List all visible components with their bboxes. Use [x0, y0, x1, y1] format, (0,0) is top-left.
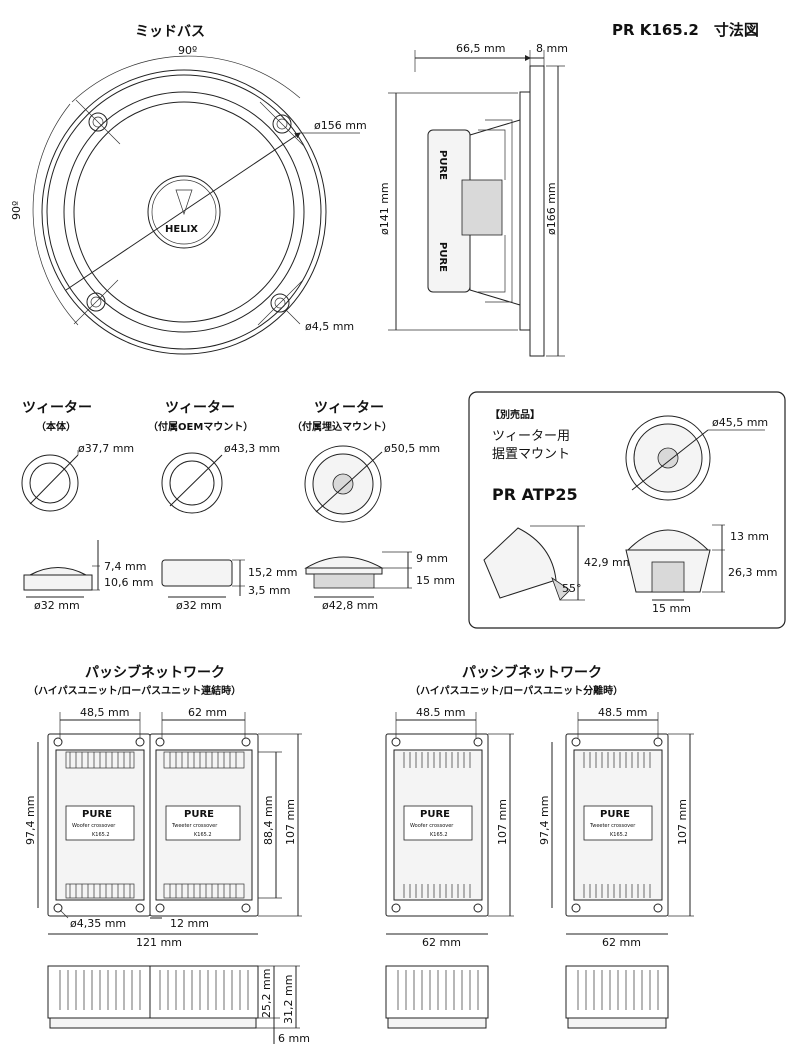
joined-h-total: 107 mm: [284, 799, 297, 845]
mount-holes: [86, 112, 292, 313]
split-h-right-inner: 97,4 mm: [538, 796, 551, 845]
frame-outer: [41, 69, 327, 355]
tweeter-2-sub: （付属OEMマウント）: [148, 420, 253, 433]
joined-w2: 62 mm: [188, 706, 227, 719]
surround-outer: [63, 91, 305, 333]
split-label2-brand: PURE: [600, 809, 630, 820]
tweeter-2-heading: ツィーター: [165, 400, 235, 416]
joined-side-h3: 6 mm: [278, 1032, 310, 1045]
optional-atp25-panel: 【別売品】 ツィーター用 据置マウント PR ATP25 ø45,5 mm 42…: [468, 391, 786, 629]
basket-rim: [519, 91, 531, 331]
helix-mark-icon: [175, 189, 193, 216]
joined-side-h1: 25,2 mm: [260, 969, 273, 1018]
midbass-diameter: ø156 mm: [314, 119, 367, 132]
split-w2: 48.5 mm: [598, 706, 647, 719]
tweeter-1-width: ø32 mm: [34, 599, 80, 612]
dust-cap: [147, 175, 221, 249]
joined-gap: 12 mm: [170, 917, 209, 930]
joined-label1-line: Woofer crossover: [72, 823, 116, 829]
split-label2-model: K165.2: [610, 832, 628, 838]
optional-diameter: ø45,5 mm: [712, 416, 768, 429]
pure-mark-top: PURE: [437, 150, 448, 180]
angle-top-label: 90º: [178, 44, 197, 57]
angle-arc-left: [32, 103, 79, 326]
tweeter-2-h2: 3,5 mm: [248, 584, 290, 597]
tweeter-3-h1: 9 mm: [416, 552, 448, 565]
tweeter-2-diameter: ø43,3 mm: [224, 442, 280, 455]
joined-w1: 48,5 mm: [80, 706, 129, 719]
angle-left-label: 90º: [10, 201, 23, 220]
flange: [529, 65, 545, 357]
split-label1-brand: PURE: [420, 809, 450, 820]
joined-label2-brand: PURE: [184, 809, 214, 820]
side-flange: 8 mm: [536, 42, 568, 55]
network-split: パッシブネットワーク （ハイパスユニット/ローパスユニット分離時） 48.5 m…: [385, 664, 694, 1029]
tweeter-1-h1: 7,4 mm: [104, 560, 146, 573]
joined-hole: ø4,35 mm: [70, 917, 126, 930]
joined-label2-line: Tweeter crossover: [171, 823, 218, 829]
tweeter-3-sub: （付属埋込マウント）: [292, 420, 392, 433]
split-label1-model: K165.2: [430, 832, 448, 838]
joined-h-inner: 88,4 mm: [262, 796, 275, 845]
split-h-right: 107 mm: [676, 799, 689, 845]
optional-bottom: 15 mm: [652, 602, 691, 615]
tweeter-1-heading: ツィーター: [22, 400, 92, 416]
tweeter-3-heading: ツィーター: [314, 400, 384, 416]
helix-logo: HELIX: [165, 224, 198, 235]
tweeter-oem-mount: ツィーター （付属OEMマウント） ø43,3 mm 15,2 mm 3,5 m…: [148, 400, 297, 612]
joined-label1-model: K165.2: [92, 832, 110, 838]
optional-mid: 26,3 mm: [728, 566, 777, 579]
split-label2-line: Tweeter crossover: [589, 823, 636, 829]
split-w1: 48.5 mm: [416, 706, 465, 719]
split-label1-line: Woofer crossover: [410, 823, 454, 829]
midbass-front-view: ミッドバス 90º 90º ø156 mm ø4,5 mm HELIX: [10, 24, 367, 355]
split-bw2: 62 mm: [602, 936, 641, 949]
split-h-left: 107 mm: [496, 799, 509, 845]
surround-inner: [73, 101, 295, 323]
pure-mark-bottom: PURE: [437, 242, 448, 272]
angle-arc-top: [71, 55, 301, 103]
tweeter-1-diameter: ø37,7 mm: [78, 442, 134, 455]
midbass-heading: ミッドバス: [135, 24, 205, 40]
tweeter-2-h1: 15,2 mm: [248, 566, 297, 579]
tweeter-3-diameter: ø50,5 mm: [384, 442, 440, 455]
tweeter-body: ツィーター （本体） ø37,7 mm 7,4 mm 10,6 mm ø32 m…: [21, 400, 153, 612]
joined-label2-model: K165.2: [194, 832, 212, 838]
tweeter-3-h2: 15 mm: [416, 574, 455, 587]
tweeter-1-sub: （本体）: [36, 420, 76, 433]
network-joined-heading: パッシブネットワーク: [85, 664, 225, 681]
page-title: PR K165.2 寸法図: [612, 21, 759, 39]
tweeter-3-width: ø42,8 mm: [322, 599, 378, 612]
joined-side-h2: 31,2 mm: [282, 975, 295, 1024]
terminal-block: [461, 179, 503, 236]
tweeter-1-h2: 10,6 mm: [104, 576, 153, 589]
side-d166: ø166 mm: [545, 182, 558, 235]
network-joined: パッシブネットワーク （ハイパスユニット/ローパスユニット連結時） 48,5 m…: [24, 664, 310, 1045]
split-bw1: 62 mm: [422, 936, 461, 949]
optional-tag: 【別売品】: [490, 408, 540, 421]
midbass-side-view: 66,5 mm 8 mm PURE PURE ø141 mm ø166 mm: [378, 42, 568, 357]
network-joined-sub: （ハイパスユニット/ローパスユニット連結時）: [28, 684, 241, 697]
optional-angle: 55°: [562, 582, 582, 595]
joined-label1-brand: PURE: [82, 809, 112, 820]
optional-top: 13 mm: [730, 530, 769, 543]
network-split-heading: パッシブネットワーク: [462, 664, 602, 681]
side-d141: ø141 mm: [378, 182, 391, 235]
hole-diameter: ø4,5 mm: [305, 320, 354, 333]
joined-h-outer: 97,4 mm: [24, 796, 37, 845]
optional-height: 42,9 mm: [584, 556, 633, 569]
tweeter-flush-mount: ツィーター （付属埋込マウント） ø50,5 mm 9 mm 15 mm ø42…: [292, 400, 455, 612]
side-depth: 66,5 mm: [456, 42, 505, 55]
joined-total-w: 121 mm: [136, 936, 182, 949]
dust-cap-inner: [151, 179, 217, 245]
optional-model: PR ATP25: [492, 485, 578, 504]
optional-line2: 据置マウント: [492, 447, 570, 462]
tweeter-2-width: ø32 mm: [176, 599, 222, 612]
frame-ring: [46, 74, 322, 350]
network-split-sub: （ハイパスユニット/ローパスユニット分離時）: [410, 684, 623, 697]
optional-line1: ツィーター用: [492, 429, 570, 444]
